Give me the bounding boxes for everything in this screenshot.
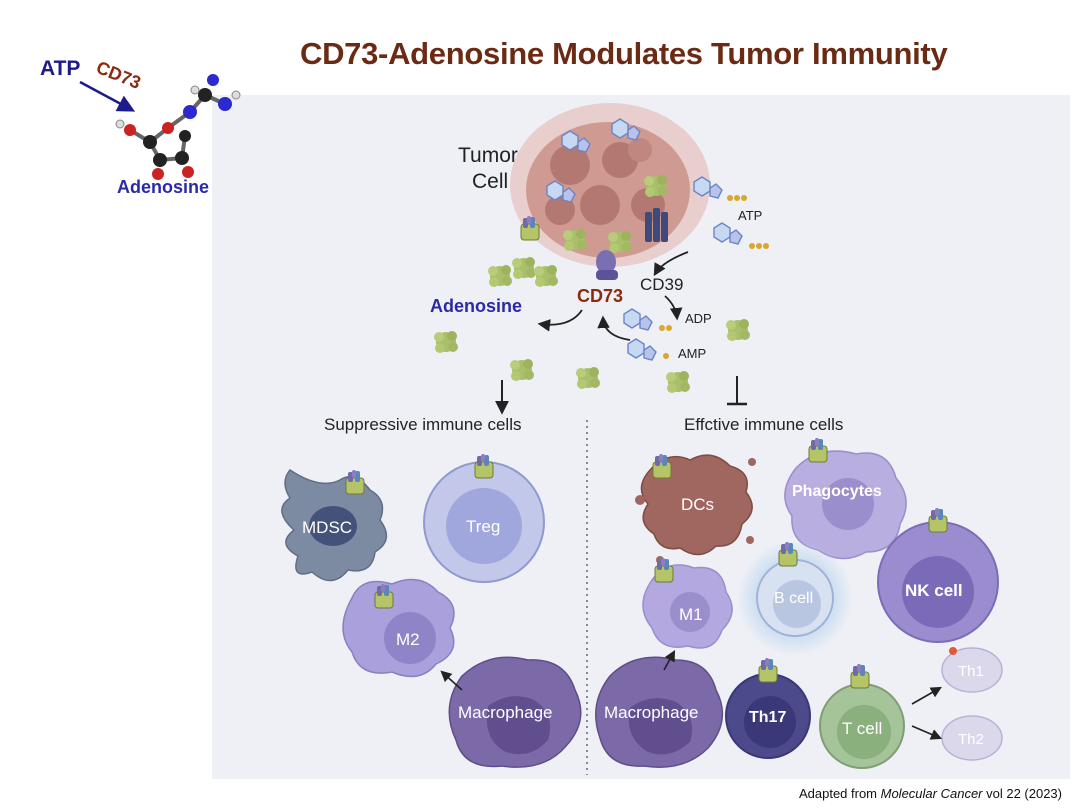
tcell-to-th2-arrow [911, 725, 943, 740]
t-cell-label: T cell [842, 719, 882, 738]
amp-label: AMP [678, 346, 706, 361]
reaction-scheme: ATP CD73 Adenosi [40, 57, 241, 197]
dcs-cell: DCs [635, 453, 756, 564]
th1-label: Th1 [958, 663, 984, 680]
macrophage-to-m1-arrow [663, 650, 676, 671]
atp-to-cd39-arrow [653, 251, 689, 277]
amp-to-cd73-arrow [597, 315, 631, 341]
b-cell: B cell [737, 540, 853, 656]
macrophage-suppressive-label: Macrophage [458, 703, 553, 722]
phagocytes-label: Phagocytes [792, 483, 882, 500]
tumor-cell-label-line2: Cell [472, 170, 508, 193]
cd73-enzyme-label: CD73 [94, 57, 144, 93]
cd73-to-adenosine-arrow [537, 309, 583, 332]
cd73-enzyme-icon [596, 250, 618, 280]
inhibit-arrow [727, 376, 747, 406]
cd39-channel-icon [645, 208, 668, 242]
adenosine-molecule-icon [115, 74, 241, 180]
m1-label: M1 [679, 605, 703, 624]
mdsc-label: MDSC [302, 518, 352, 537]
nk-cell: NK cell [877, 507, 999, 643]
atp-tumor-label: ATP [738, 208, 762, 223]
macrophage-to-m2-arrow [440, 670, 463, 691]
credit-suffix: vol 22 (2023) [982, 786, 1062, 801]
th1-cell: Th1 [941, 647, 1003, 693]
macrophage-effective-label: Macrophage [604, 703, 699, 722]
cd39-to-adp-arrow [664, 295, 683, 321]
adenosine-product-label: Adenosine [117, 177, 209, 197]
treg-label: Treg [466, 517, 500, 536]
treg-cell: Treg [423, 453, 545, 583]
cd73-tumor-label: CD73 [577, 286, 623, 306]
cd39-label: CD39 [640, 275, 683, 294]
atp-label: ATP [40, 57, 80, 80]
t-cell: T cell [819, 663, 905, 769]
credit-prefix: Adapted from [798, 786, 881, 801]
mdsc-cell: MDSC [281, 469, 388, 582]
effective-heading: Effctive immune cells [684, 415, 843, 434]
macrophage-effective-cell: Macrophage [595, 656, 724, 768]
tumor-cell-cluster [510, 103, 710, 280]
b-cell-label: B cell [774, 590, 813, 607]
nk-cell-label: NK cell [905, 581, 963, 600]
amp-molecule-icon [627, 338, 669, 361]
adp-label: ADP [685, 311, 712, 326]
m1-cell: M1 [642, 557, 733, 649]
th2-cell: Th2 [941, 715, 1003, 761]
m2-cell: M2 [342, 578, 455, 678]
adenosine-tumor-label: Adenosine [430, 296, 522, 316]
th17-cell: Th17 [725, 657, 811, 759]
credit-journal: Molecular Cancer [880, 786, 983, 801]
page-title: CD73-Adenosine Modulates Tumor Immunity [300, 36, 948, 71]
th17-label: Th17 [749, 709, 786, 726]
m2-label: M2 [396, 630, 420, 649]
tumor-cell-label-line1: Tumor [458, 144, 518, 167]
macrophage-suppressive-cell: Macrophage [448, 656, 582, 768]
source-credit: Adapted from Molecular Cancer vol 22 (20… [799, 786, 1062, 801]
atp-molecule-icon [693, 176, 769, 249]
th2-label: Th2 [958, 731, 984, 748]
dcs-label: DCs [681, 495, 714, 514]
suppressive-heading: Suppressive immune cells [324, 415, 521, 434]
reaction-arrow [79, 80, 136, 112]
adp-molecule-icon [623, 308, 672, 331]
tcell-to-th1-arrow [911, 686, 942, 705]
phagocytes-cell: Phagocytes [784, 437, 907, 560]
